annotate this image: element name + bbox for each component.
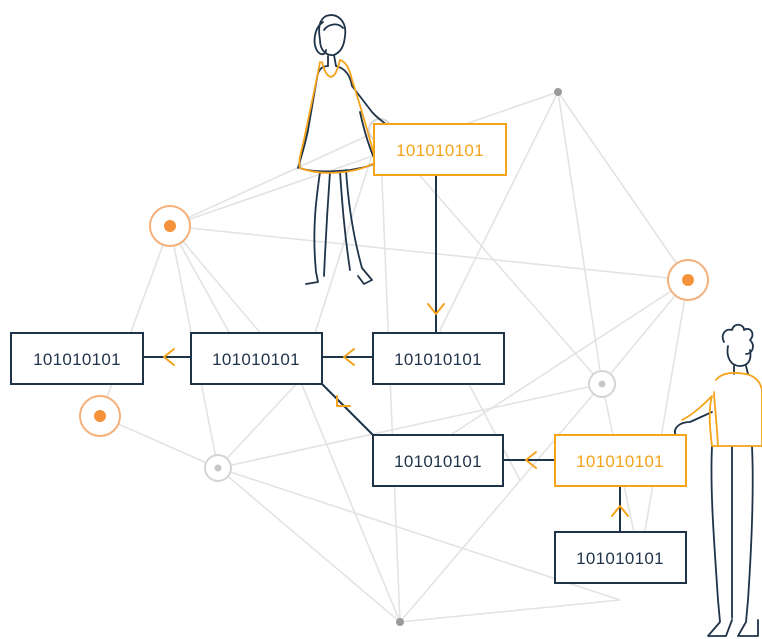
block-label: 101010101 xyxy=(33,350,121,369)
block-top-orange[interactable]: 101010101 xyxy=(373,123,507,176)
arrow-down-icon xyxy=(427,303,445,315)
orange-node-dot xyxy=(164,220,176,232)
block-label: 101010101 xyxy=(394,350,482,369)
person-in-orange-shirt-icon xyxy=(674,323,759,637)
orange-node-dot xyxy=(682,274,694,286)
dress-orange xyxy=(298,59,377,174)
block-label: 101010101 xyxy=(576,549,664,568)
block-label: 101010101 xyxy=(394,452,482,471)
arrow-left-icon xyxy=(163,348,175,366)
block-right-orange[interactable]: 101010101 xyxy=(554,434,687,487)
person-in-orange-dress-icon xyxy=(297,14,391,285)
chain-connectors xyxy=(143,175,621,532)
arrow-left-icon xyxy=(343,348,355,366)
shirt-orange xyxy=(681,372,762,447)
arrow-chevrons xyxy=(163,303,629,517)
connector-lower-to-middle-left xyxy=(321,383,374,436)
block-middle-left[interactable]: 101010101 xyxy=(190,332,323,385)
orange-node-dot xyxy=(94,410,106,422)
arrow-up-left-icon xyxy=(336,395,351,407)
block-left[interactable]: 101010101 xyxy=(10,332,144,385)
block-label: 101010101 xyxy=(212,350,300,369)
grey-node-dot xyxy=(396,618,404,626)
block-bottom-right[interactable]: 101010101 xyxy=(554,531,687,584)
network-mesh xyxy=(99,91,689,623)
block-center[interactable]: 101010101 xyxy=(372,332,505,385)
block-lower-center[interactable]: 101010101 xyxy=(372,434,504,487)
arrow-left-icon xyxy=(525,451,537,469)
block-label: 101010101 xyxy=(576,452,664,471)
arrow-up-icon xyxy=(611,505,629,517)
block-label: 101010101 xyxy=(396,141,484,160)
grey-node-dot xyxy=(554,88,562,96)
